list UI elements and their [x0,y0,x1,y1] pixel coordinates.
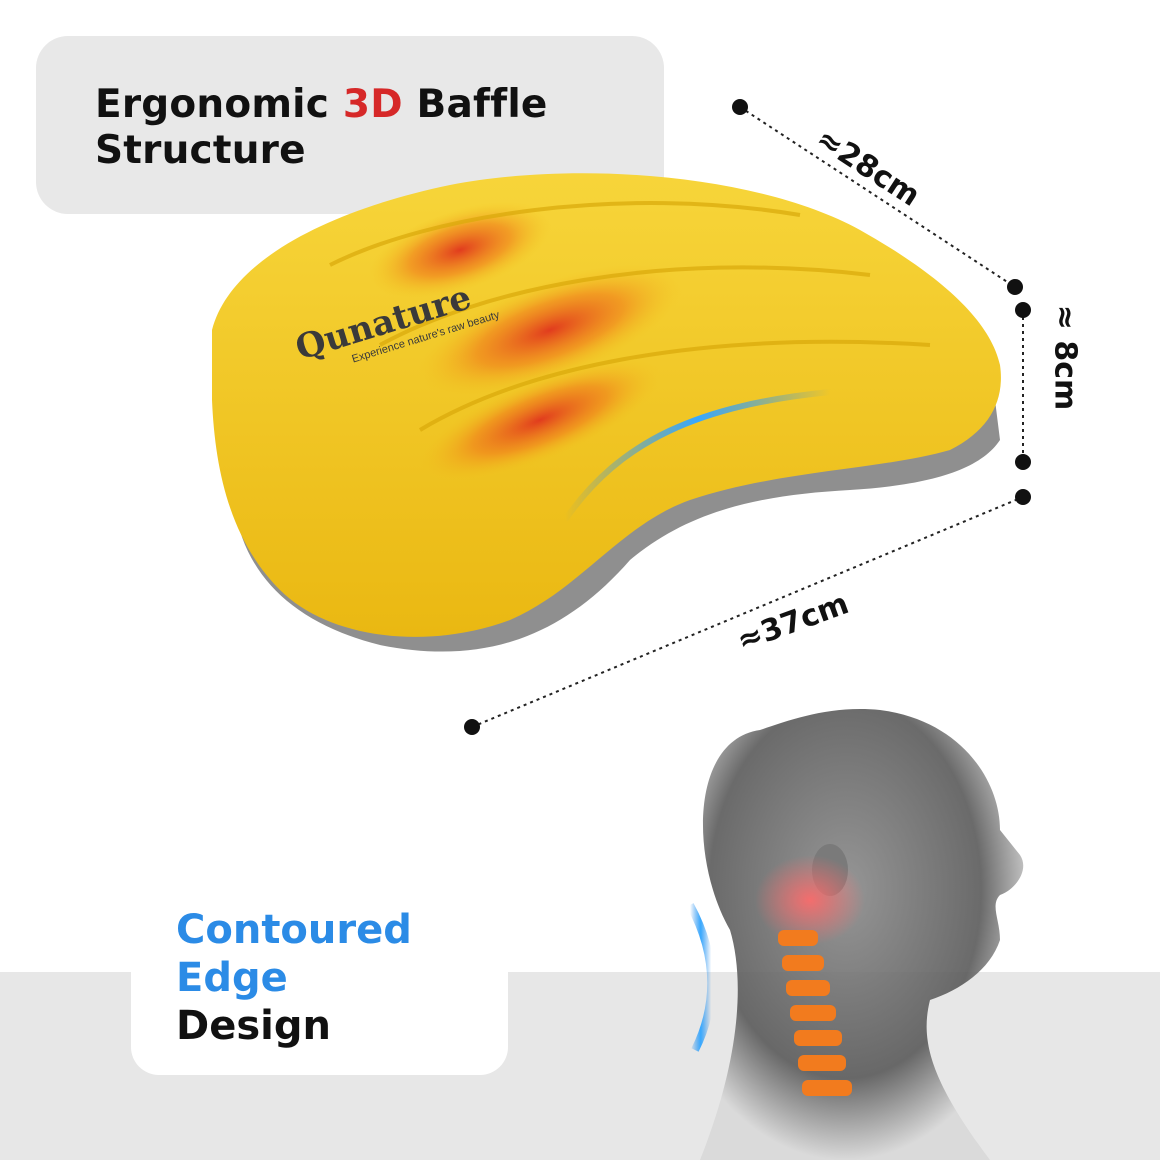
headline-accent: 3D [342,82,403,127]
headline: Ergonomic 3D Baffle Structure [95,82,655,174]
headline-part1: Ergonomic [95,82,343,127]
dimension-height-label: ≈ 8cm [1047,304,1083,411]
feature-line2: Edge [176,955,288,1001]
feature-line3: Design [176,1003,331,1049]
feature-line1: Contoured [176,907,412,953]
feature-text: Contoured Edge Design [176,906,506,1050]
headline-line2: Structure [95,128,306,173]
dimension-lines [464,99,1031,735]
feature-card [131,892,508,1075]
headline-part2: Baffle [402,82,548,127]
head-neck-illustration [686,709,1024,1160]
